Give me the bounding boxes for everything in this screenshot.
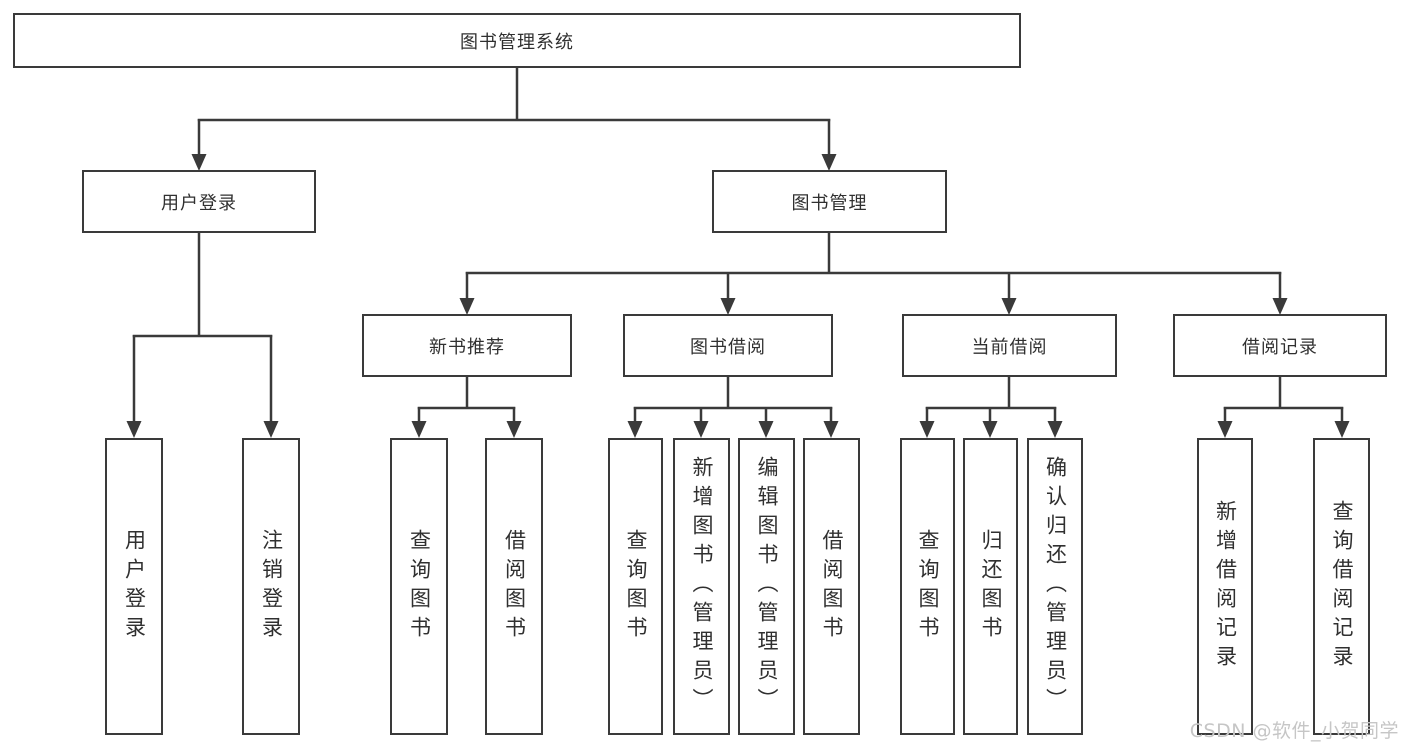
leaf-query-books-current: 查询图书	[900, 438, 955, 735]
node-new-book-recommendation: 新书推荐	[362, 314, 572, 377]
leaf-confirm-return-admin: 确认归还（管理员）	[1027, 438, 1083, 735]
leaf-add-borrow-record: 新增借阅记录	[1197, 438, 1253, 735]
node-borrowing-records: 借阅记录	[1173, 314, 1387, 377]
leaf-edit-book-admin: 编辑图书（管理员）	[738, 438, 795, 735]
leaf-add-book-admin: 新增图书（管理员）	[673, 438, 730, 735]
leaf-borrow-books-borrowing: 借阅图书	[803, 438, 860, 735]
node-book-management: 图书管理	[712, 170, 947, 233]
csdn-watermark: CSDN @软件_小贺同学	[1189, 720, 1399, 742]
leaf-return-books: 归还图书	[963, 438, 1018, 735]
leaf-query-borrow-record: 查询借阅记录	[1313, 438, 1370, 735]
node-current-borrowing: 当前借阅	[902, 314, 1117, 377]
node-book-borrowing: 图书借阅	[623, 314, 833, 377]
leaf-query-books-borrowing: 查询图书	[608, 438, 663, 735]
leaf-user-login: 用户登录	[105, 438, 163, 735]
node-user-login: 用户登录	[82, 170, 316, 233]
leaf-logout: 注销登录	[242, 438, 300, 735]
leaf-query-books-recommend: 查询图书	[390, 438, 448, 735]
node-library-management-system: 图书管理系统	[13, 13, 1021, 68]
leaf-borrow-books-recommend: 借阅图书	[485, 438, 543, 735]
